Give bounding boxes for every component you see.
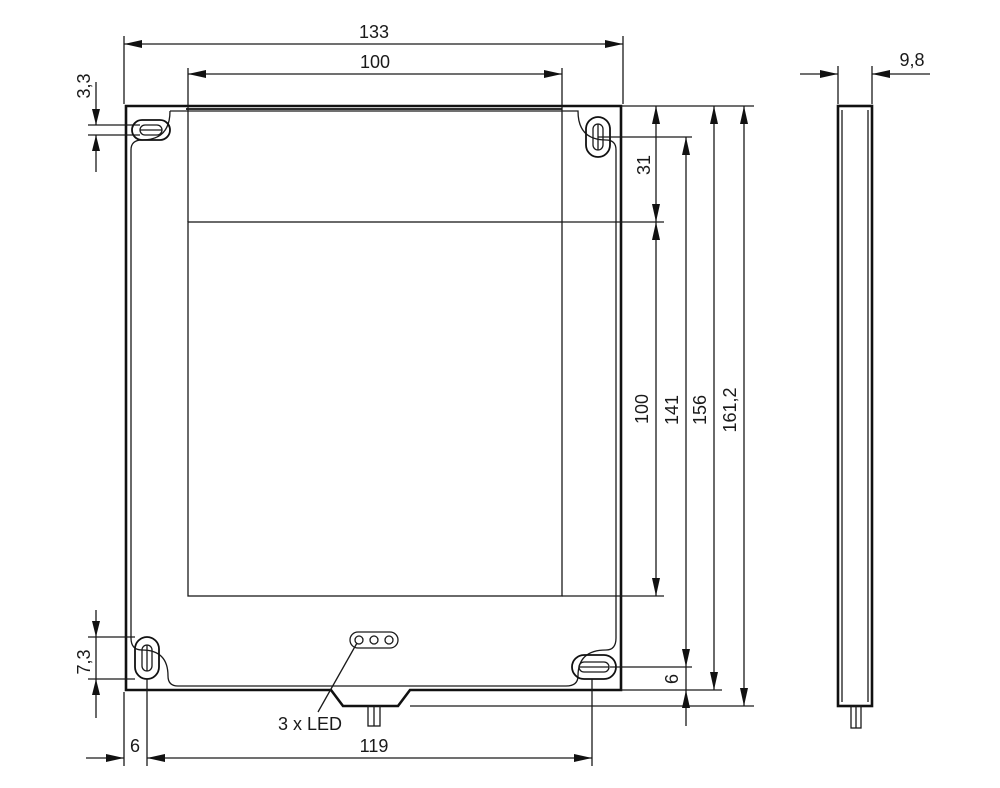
led-callout-label: 3 x LED (278, 714, 342, 734)
dim-overall-width: 133 (123, 22, 624, 104)
dim-label-156: 156 (690, 395, 710, 425)
dim-label-top-to-window: 31 (634, 155, 654, 175)
dim-top-to-window: 31 (562, 106, 692, 223)
housing-outline (124, 104, 623, 708)
dim-label-window-width: 100 (360, 52, 390, 72)
side-view-body (836, 104, 874, 708)
dim-label-slot-top: 3,3 (74, 73, 94, 98)
led-3 (384, 635, 394, 645)
dim-label-bottom-offset: 6 (662, 674, 682, 684)
dim-slot-bottom: 7,3 (74, 610, 135, 718)
dim-label-depth: 9,8 (899, 50, 924, 70)
led-leader-line (317, 642, 358, 713)
dim-window-width: 100 (188, 52, 562, 78)
side-view (836, 104, 874, 729)
dim-161-2: 161,2 (410, 106, 754, 707)
flange-outline (130, 110, 617, 687)
led-1 (354, 635, 364, 645)
mounting-slot-top-left (131, 119, 171, 141)
dim-141: 141 (610, 137, 692, 668)
dim-window-height: 100 (562, 222, 664, 597)
dim-label-133: 133 (359, 22, 389, 42)
sensing-window (187, 221, 563, 597)
mounting-slot-bottom-left (134, 636, 160, 680)
dim-bottom-hole-offset: 6 (662, 667, 690, 726)
led-group (349, 631, 399, 649)
dim-depth: 9,8 (800, 50, 930, 104)
dim-label-slot-bottom: 7,3 (74, 649, 94, 674)
connector (367, 705, 381, 727)
front-view (124, 68, 623, 727)
dim-label-hole-spacing: 119 (360, 736, 389, 756)
dim-bottom-horizontal: 6 119 (86, 679, 593, 766)
dim-label-141: 141 (662, 395, 682, 425)
dim-slot-top: 3,3 (74, 73, 140, 172)
dim-label-left-offset: 6 (130, 736, 140, 756)
dim-156: 156 (621, 105, 754, 691)
led-2 (369, 635, 379, 645)
dim-label-window-height: 100 (632, 394, 652, 424)
dim-label-161-2: 161,2 (720, 387, 740, 432)
